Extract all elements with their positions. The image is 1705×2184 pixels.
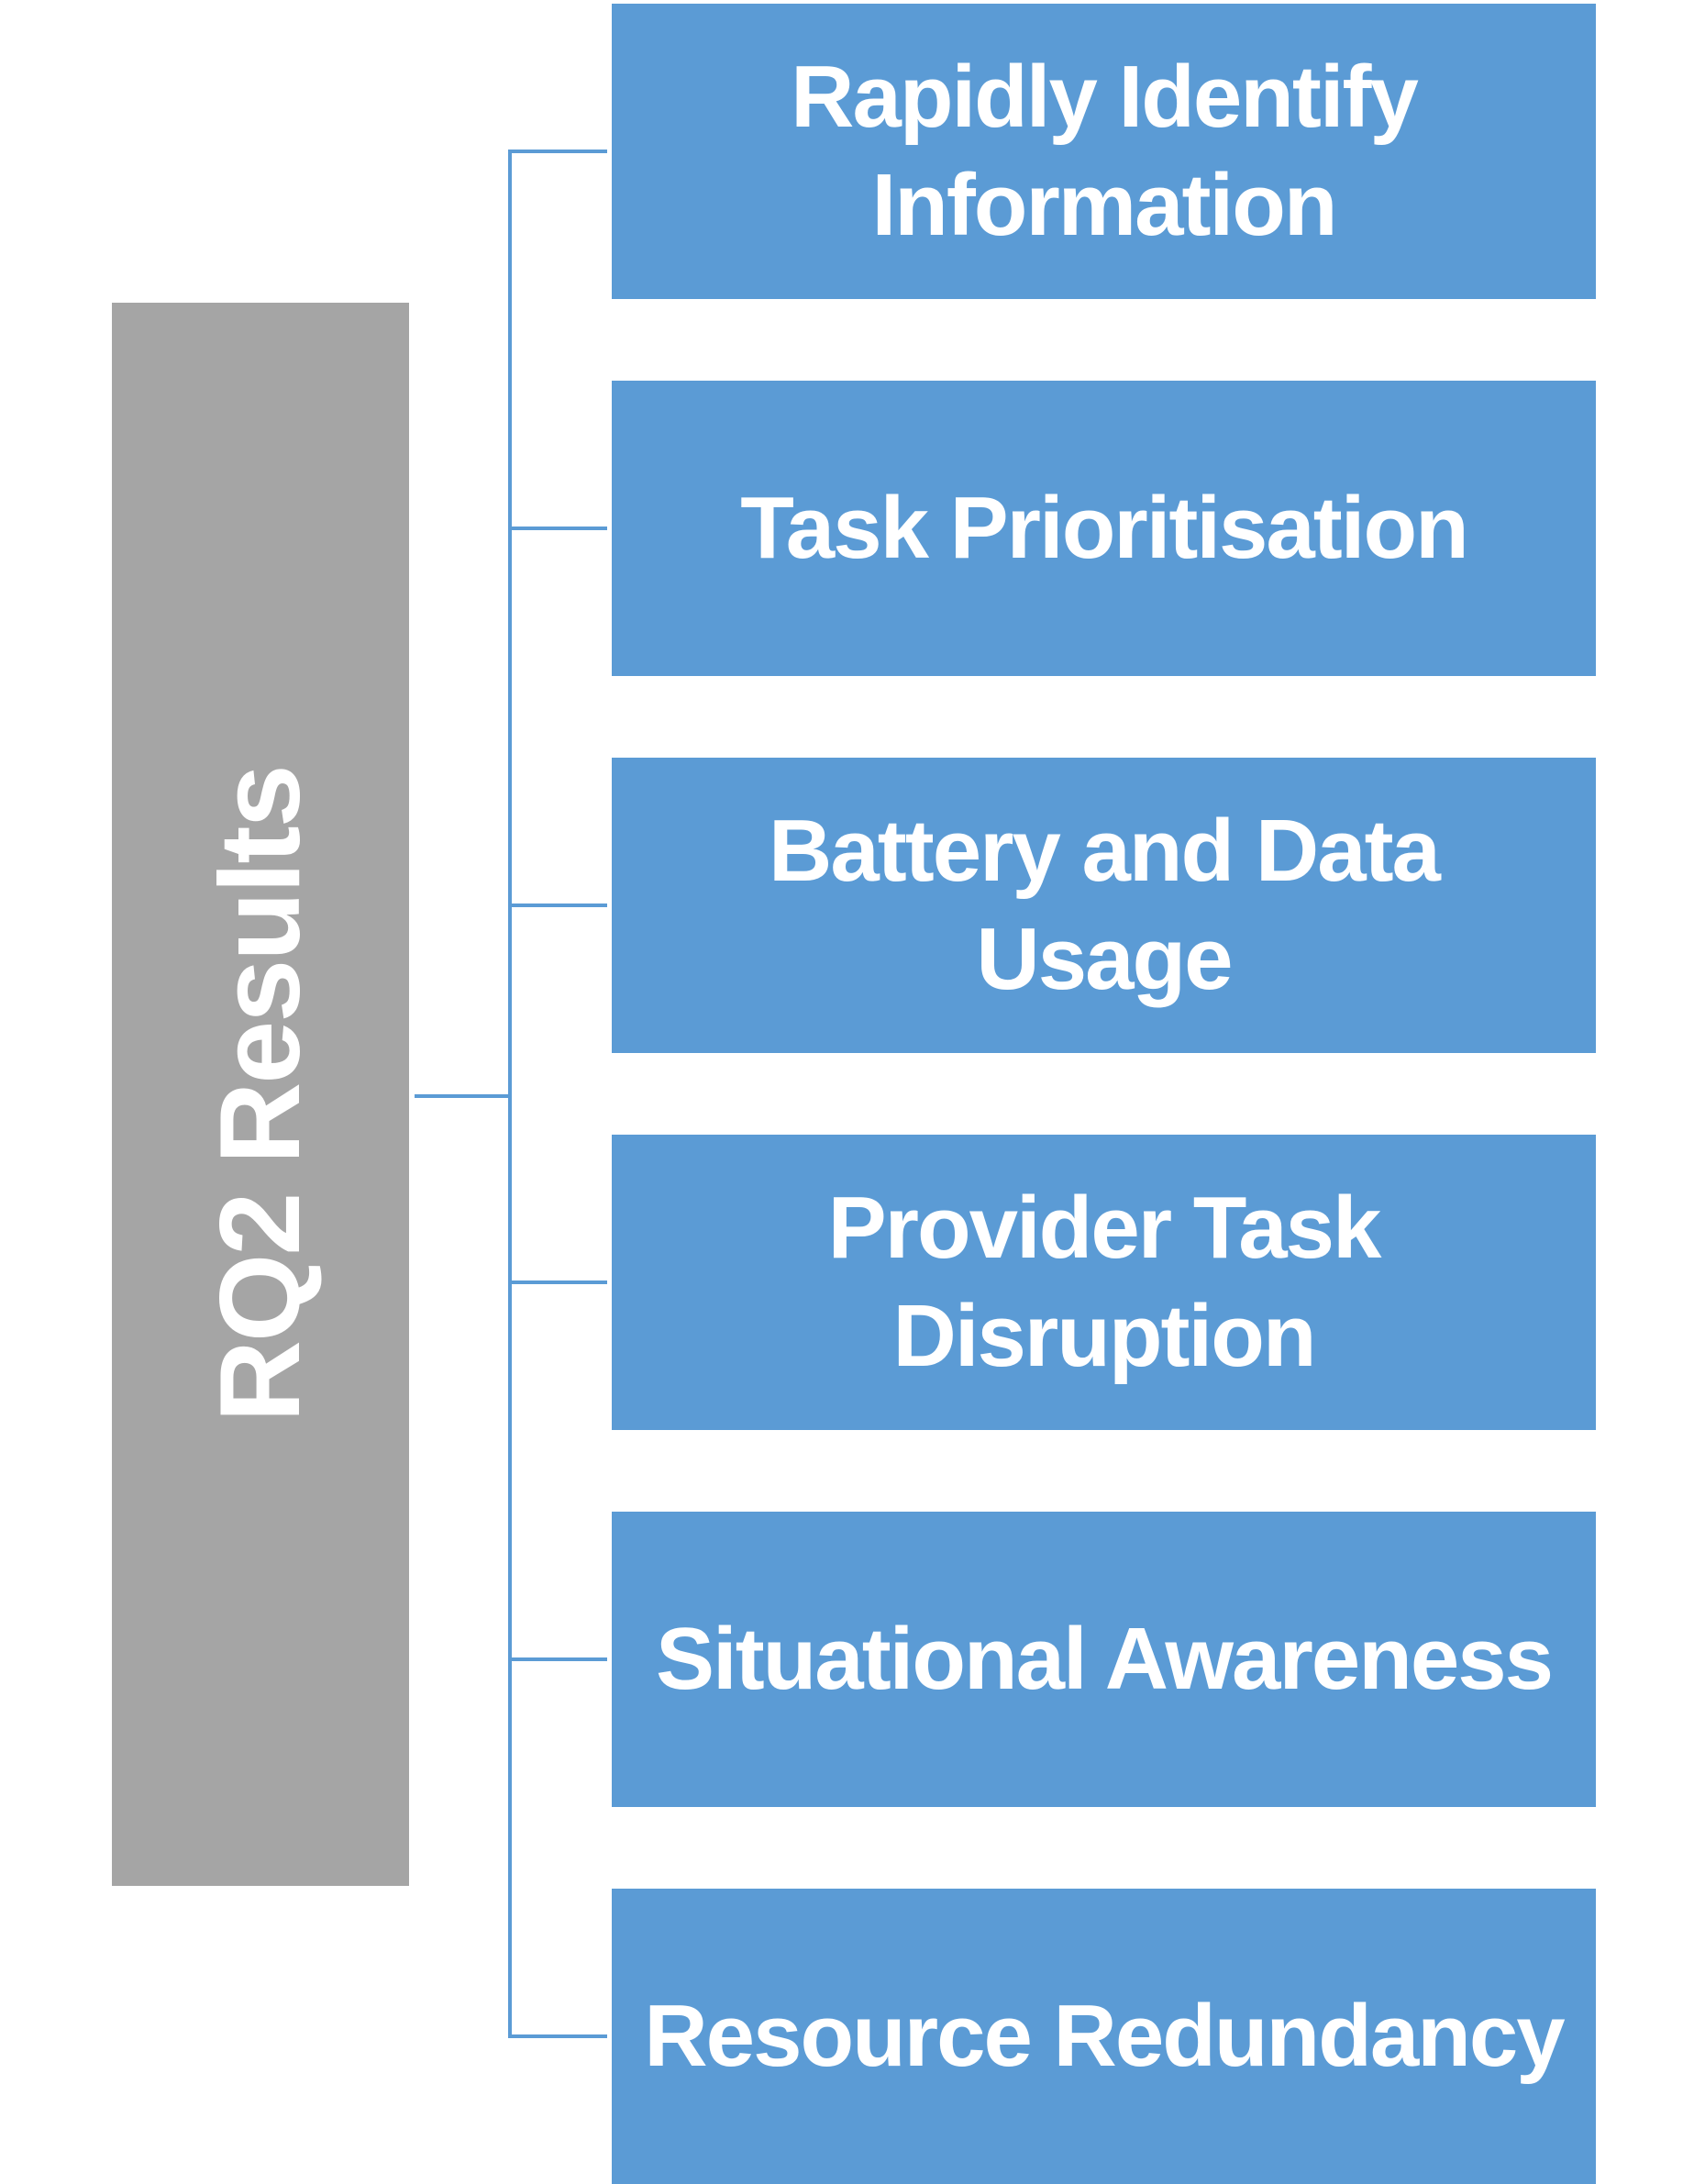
branch-connector (508, 527, 607, 530)
child-node-battery-and-data-usage: Battery and Data Usage (612, 758, 1596, 1053)
child-node-rapidly-identify-information: Rapidly Identify Information (612, 4, 1596, 299)
branch-connector (508, 150, 607, 153)
child-node-task-prioritisation: Task Prioritisation (612, 381, 1596, 676)
child-node-label: Resource Redundancy (644, 1987, 1565, 2085)
root-node: RQ2 Results (112, 303, 409, 1886)
child-node-label: Battery and Data Usage (769, 802, 1441, 1008)
child-node-label: Provider Task Disruption (827, 1179, 1382, 1385)
branch-connector (508, 1657, 607, 1661)
branch-connector (508, 2034, 607, 2038)
root-connector (415, 1094, 510, 1098)
child-node-label: Situational Awareness (655, 1610, 1554, 1708)
child-node-provider-task-disruption: Provider Task Disruption (612, 1135, 1596, 1430)
branch-connector (508, 904, 607, 907)
child-node-label: Rapidly Identify Information (791, 48, 1419, 254)
root-node-label: RQ2 Results (197, 766, 324, 1423)
branch-connector (508, 1280, 607, 1284)
child-node-label: Task Prioritisation (740, 479, 1468, 577)
child-node-situational-awareness: Situational Awareness (612, 1512, 1596, 1807)
trunk-connector (508, 150, 512, 2037)
child-node-resource-redundancy: Resource Redundancy (612, 1889, 1596, 2184)
